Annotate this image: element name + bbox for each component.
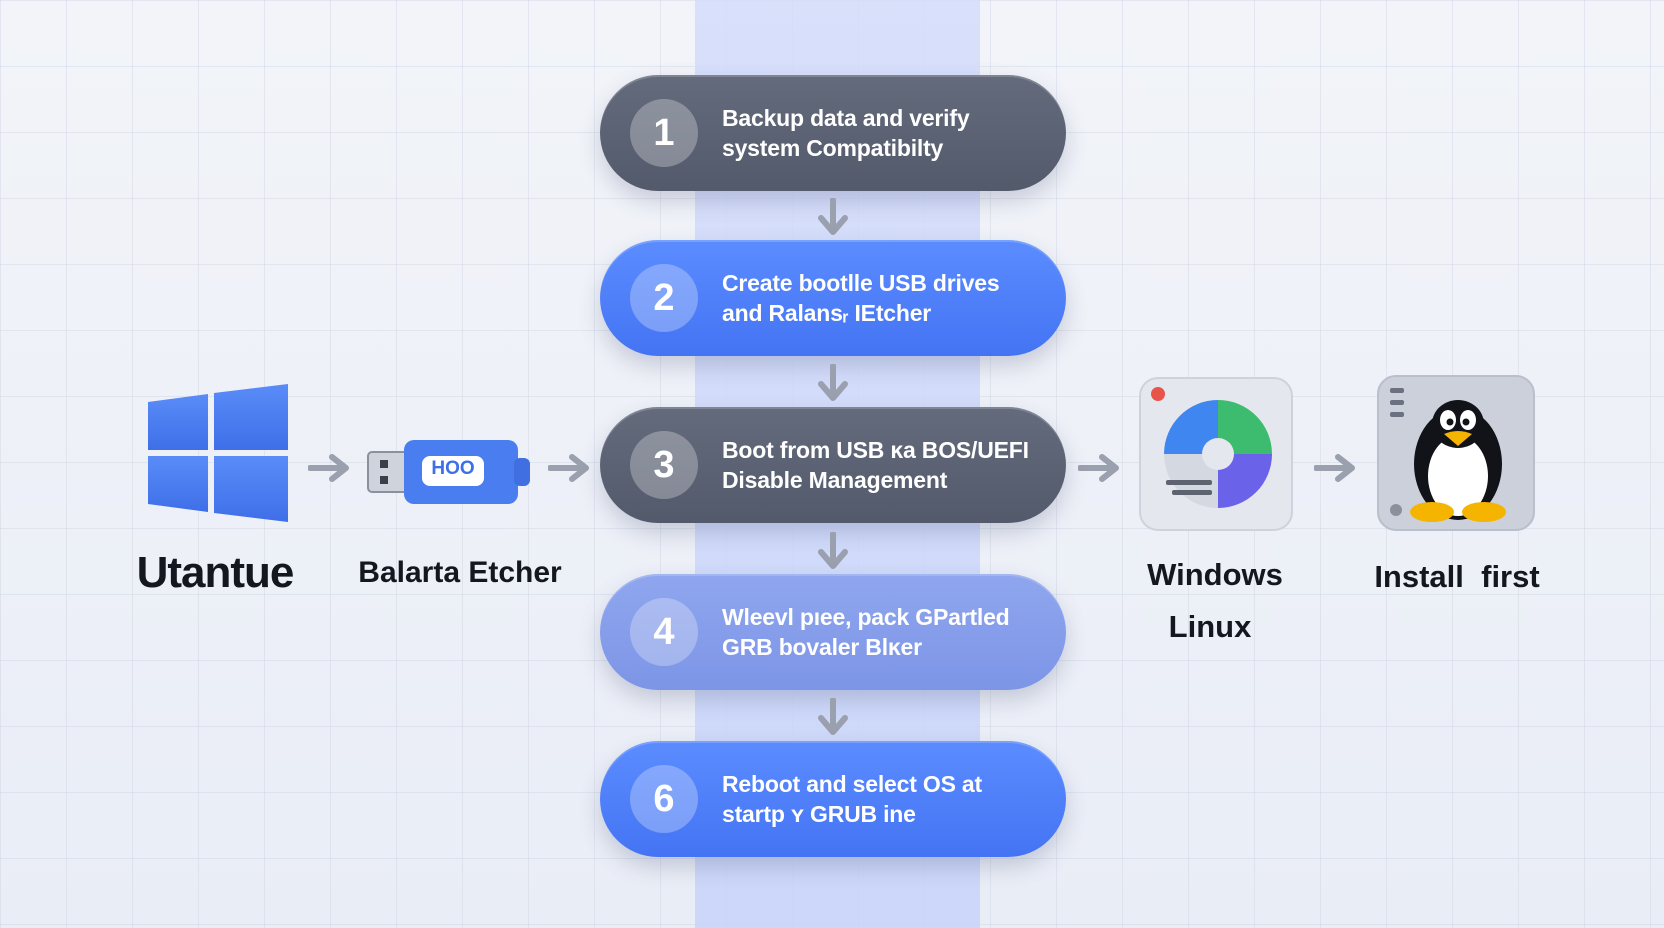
partition-label-windows: Windows [1147, 557, 1283, 592]
step-number: 6 [630, 765, 698, 833]
arrow-down-icon [818, 198, 848, 235]
step-3: 3 Boot from USB ĸa BOS/UEFI Disable Mana… [600, 407, 1066, 523]
partition-disk-icon [1139, 377, 1293, 531]
step-number: 1 [630, 99, 698, 167]
windows-logo-icon [148, 384, 288, 522]
step-text: Boot from USB ĸa BOS/UEFI Disable Manage… [722, 437, 1029, 493]
step-text: Backup data and verify system Compatibil… [722, 105, 970, 161]
arrow-down-icon [818, 532, 848, 569]
step-number: 3 [630, 431, 698, 499]
arrow-down-icon [818, 364, 848, 401]
arrow-right-icon [548, 454, 589, 482]
linux-penguin-icon [1377, 375, 1535, 531]
arrow-down-icon [818, 698, 848, 735]
usb-drive-icon [367, 440, 530, 504]
step-text: Create bootlle USB drives and Ralansᵣ ІE… [722, 270, 1000, 326]
partition-label-linux: Linux [1168, 609, 1252, 644]
arrow-right-icon [1314, 454, 1355, 482]
arrow-right-icon [1078, 454, 1119, 482]
step-number: 2 [630, 264, 698, 332]
linux-label: Install first [1374, 559, 1540, 594]
step-number: 4 [630, 598, 698, 666]
step-2: 2 Create bootlle USB drives and Ralansᵣ … [600, 240, 1066, 356]
step-6: 6 Reboot and select OS at startp ʏ GRUB … [600, 741, 1066, 857]
usb-drive-label: Balarta Etcher [358, 556, 562, 589]
arrow-right-icon [308, 454, 349, 482]
step-4: 4 Wleevl pıee, pack GPartled GRB bovaler… [600, 574, 1066, 690]
step-1: 1 Backup data and verify system Compatib… [600, 75, 1066, 191]
step-text: Reboot and select OS at startp ʏ GRUB in… [722, 771, 982, 827]
usb-badge-text: HOO [431, 458, 475, 479]
step-text: Wleevl pıee, pack GPartled GRB bovaler B… [722, 604, 1010, 660]
windows-logo-label: Utantue [136, 548, 295, 597]
